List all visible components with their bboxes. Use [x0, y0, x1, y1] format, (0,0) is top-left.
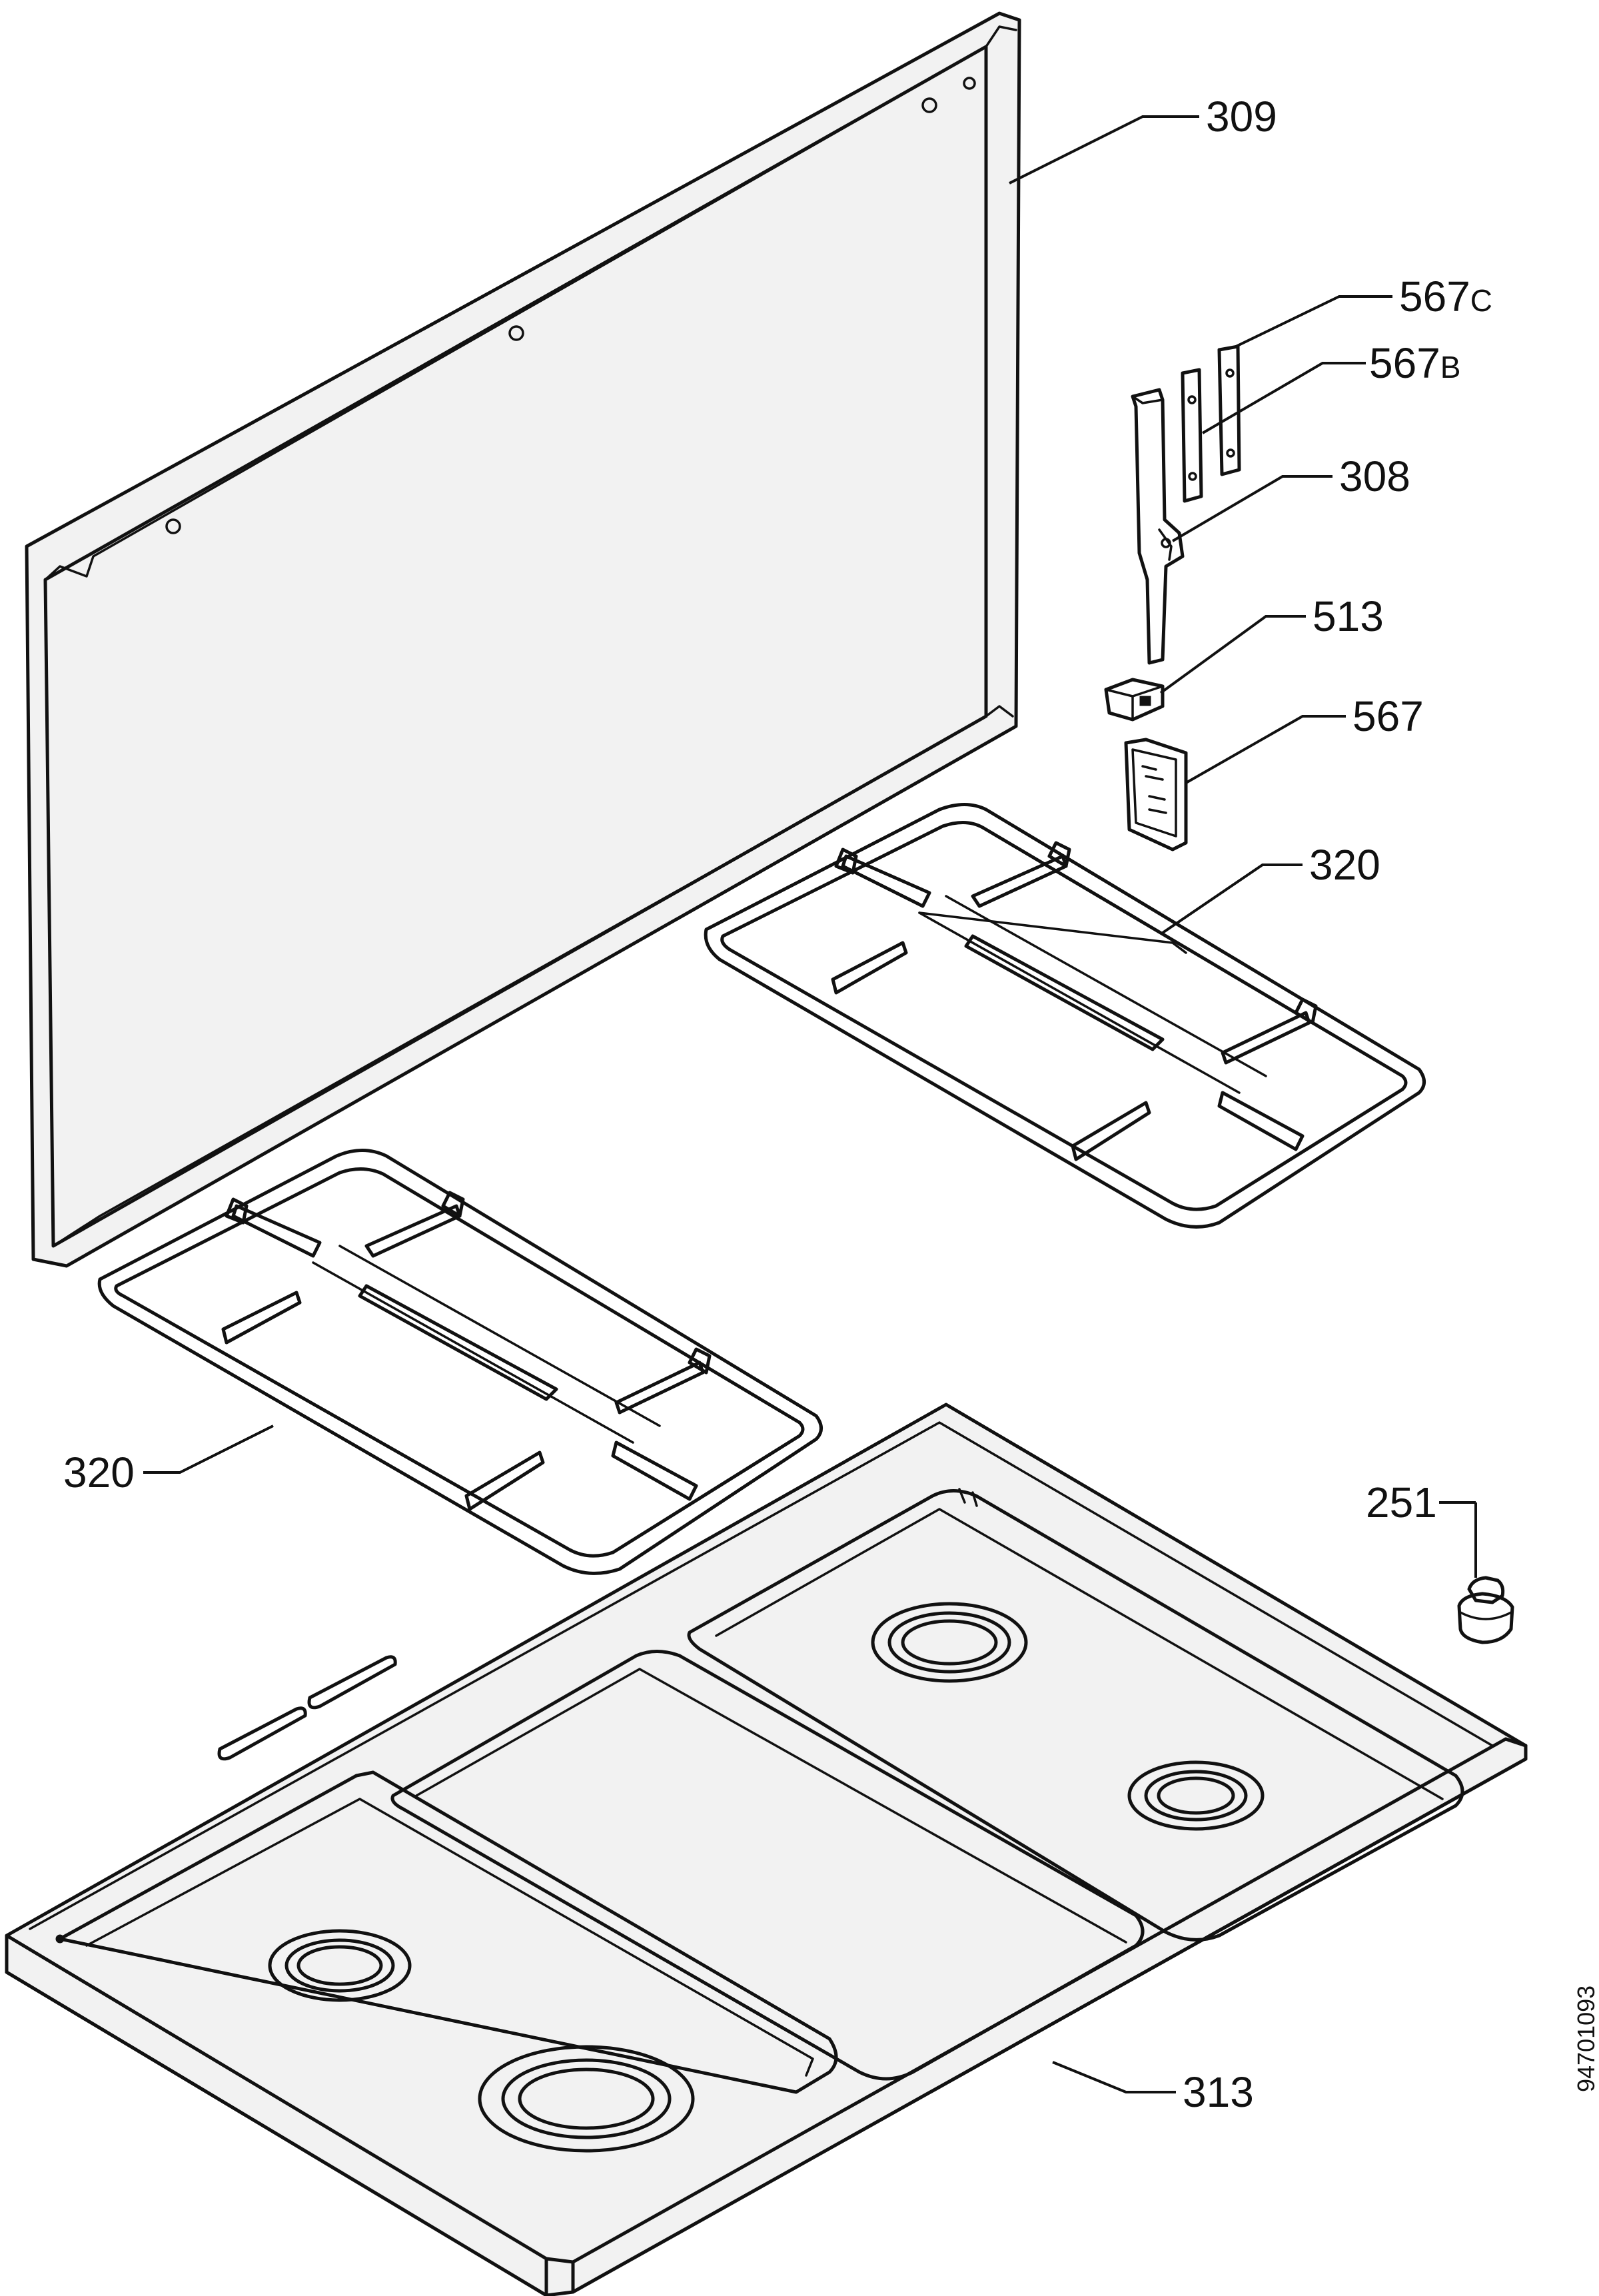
pan-support-left-320 — [97, 1149, 823, 1575]
drawing-number: 94701093 — [1572, 1985, 1599, 2092]
hinge-mount-plate-567 — [1124, 738, 1188, 852]
callout-309: 309 — [1206, 93, 1277, 141]
back-panel-309 — [25, 11, 1021, 1268]
hob-top-313 — [5, 1403, 1528, 2296]
hinge-clip-513 — [1104, 678, 1165, 722]
callout-513: 513 — [1313, 592, 1384, 640]
callout-320-right: 320 — [1309, 841, 1380, 889]
callout-313: 313 — [1183, 2068, 1254, 2116]
callout-308: 308 — [1339, 452, 1410, 500]
callout-320-left: 320 — [63, 1448, 135, 1496]
rubber-foot-251 — [1457, 1576, 1514, 1644]
hinge-308 — [1131, 388, 1185, 665]
callout-567c-number: 567 — [1399, 273, 1470, 320]
burner-large-front — [478, 2045, 695, 2153]
callout-567b: 567B — [1369, 342, 1460, 384]
burner-medium-back — [871, 1602, 1028, 1683]
hinge-plate-567b — [1181, 368, 1203, 503]
callout-567c-suffix: C — [1470, 283, 1493, 318]
callout-251: 251 — [1366, 1478, 1437, 1526]
burner-small-right — [1127, 1760, 1265, 1831]
callout-567b-suffix: B — [1440, 350, 1461, 384]
callout-567: 567 — [1352, 692, 1424, 740]
pan-support-right-320 — [704, 803, 1426, 1229]
hinge-plate-567c — [1217, 344, 1241, 476]
burner-small-left — [268, 1929, 412, 2002]
callout-567b-number: 567 — [1369, 339, 1440, 387]
leader-lines — [143, 115, 1477, 2093]
callout-567c: 567C — [1399, 275, 1492, 318]
